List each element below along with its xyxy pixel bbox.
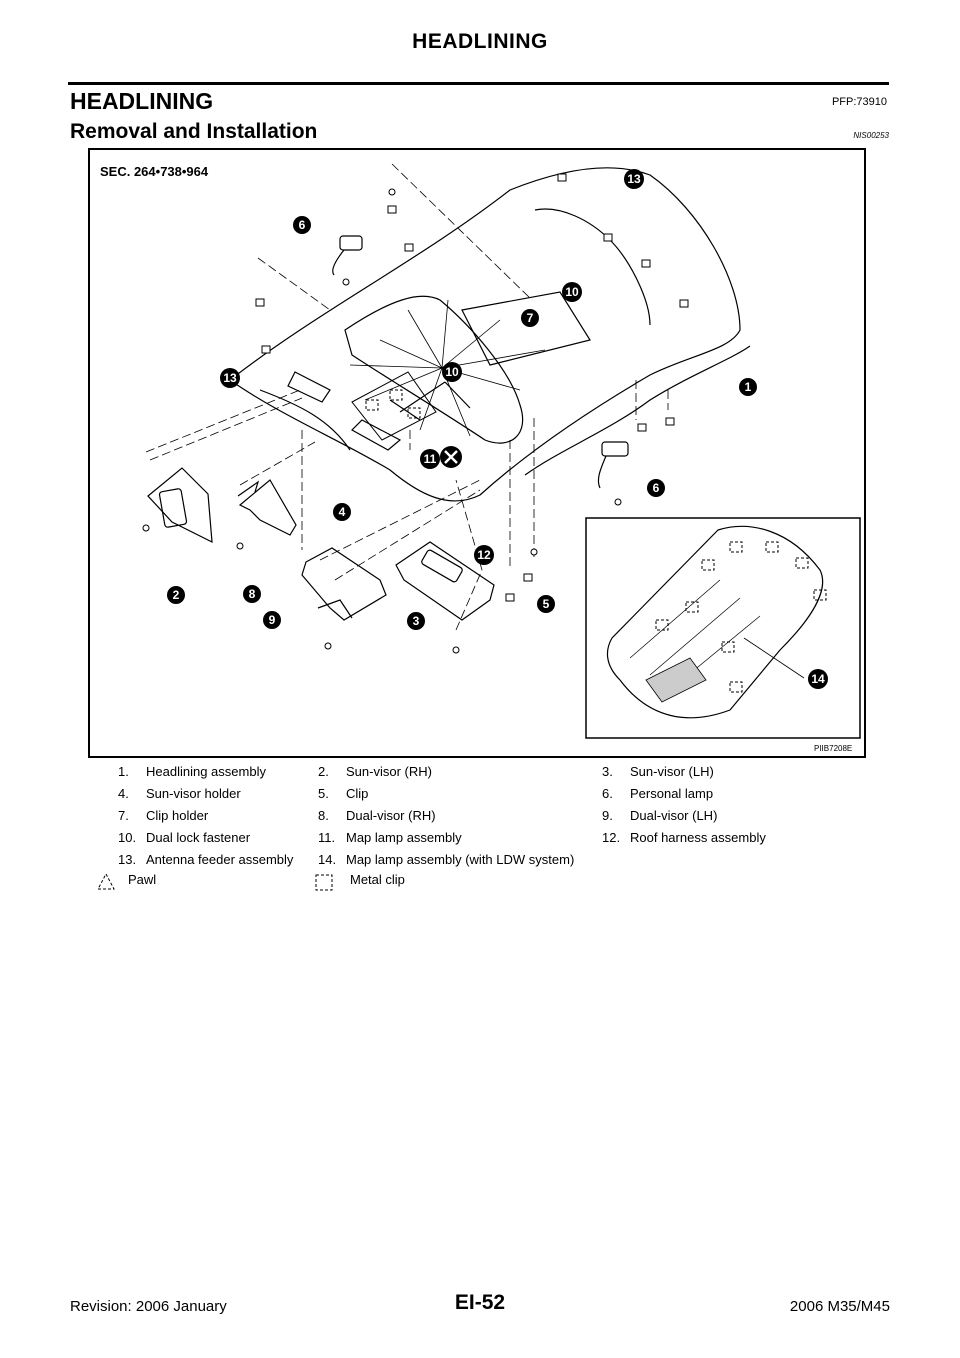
footer-revision: Revision: 2006 January [70,1298,227,1315]
svg-text:9: 9 [269,613,276,627]
ldw-inset: PIIB7208E [585,517,861,753]
svg-text:3: 3 [413,614,420,628]
callout-9: 9 [263,611,281,629]
legend-item: 11.Map lamp assembly [318,830,462,845]
callout-4: 4 [333,503,351,521]
svg-text:2: 2 [173,588,180,602]
callout-6b: 6 [647,479,665,497]
svg-text:13: 13 [627,172,641,186]
subsection-title: Removal and Installation [70,120,318,143]
callout-13: 13 [220,368,240,388]
svg-text:13: 13 [223,371,237,385]
legend-row: 1.Headlining assembly 2.Sun-visor (RH) 3… [118,764,878,786]
callout-7: 7 [521,309,539,327]
callouts: 1 2 3 4 5 6 6 7 8 9 10 10 11 12 13 13 14 [167,169,828,689]
map-lamp-assembly-drawing [351,371,437,441]
legend-item: 8.Dual-visor (RH) [318,808,436,823]
legend-item: 12.Roof harness assembly [602,830,766,845]
dual-lock-fastener-lines [349,299,546,437]
callout-13b: 13 [624,169,644,189]
headlining-assembly-drawing [228,167,751,502]
callout-10b: 10 [442,362,462,382]
exploded-view-figure: SEC. 264•738•964 [88,148,866,758]
legend-item: 3.Sun-visor (LH) [602,764,714,779]
callout-1: 1 [739,378,757,396]
metal-clip-label: Metal clip [350,872,405,887]
callout-14: 14 [808,669,828,689]
svg-text:4: 4 [339,505,346,519]
legend-row: 4.Sun-visor holder 5.Clip 6.Personal lam… [118,786,878,808]
callout-12: 12 [474,545,494,565]
symbol-legend-row: Pawl Metal clip [97,872,878,894]
svg-text:12: 12 [477,548,491,562]
legend-item: 5.Clip [318,786,369,801]
svg-text:7: 7 [527,311,534,325]
header-rule [68,82,889,85]
svg-text:8: 8 [249,587,256,601]
legend-item: 6.Personal lamp [602,786,714,801]
legend-item: 2.Sun-visor (RH) [318,764,432,779]
pawl-label: Pawl [128,872,157,887]
dual-visor-lh-drawing [301,547,387,621]
legend-item: 9.Dual-visor (LH) [602,808,718,823]
dual-visor-rh-drawing [237,479,297,536]
callout-2: 2 [167,586,185,604]
svg-text:10: 10 [445,365,459,379]
figure-id: PIIB7208E [814,744,852,753]
svg-text:1: 1 [745,380,752,394]
metal-clip-square-icon [315,874,333,891]
running-header-title: HEADLINING [412,30,548,53]
pawl-triangle-icon [97,872,115,890]
section-title: HEADLINING [70,88,214,114]
legend-item: 7.Clip holder [118,808,209,823]
svg-text:5: 5 [543,597,550,611]
sun-visor-lh-drawing [395,541,495,621]
legend-item: 14.Map lamp assembly (with LDW system) [318,852,575,867]
svg-text:11: 11 [424,452,437,466]
personal-lamp-drawing [332,235,629,489]
remove-x-icon [440,446,462,468]
callout-8: 8 [243,585,261,603]
callout-3: 3 [407,612,425,630]
footer-page-number: EI-52 [454,1291,506,1314]
subsection-code: NIS00253 [853,131,889,140]
svg-text:14: 14 [811,672,825,686]
legend-item: 1.Headlining assembly [118,764,266,779]
callout-11: 11 [420,449,440,469]
callout-6: 6 [293,216,311,234]
svg-text:10: 10 [565,285,579,299]
clips-and-screws [142,173,689,654]
legend-item: 4.Sun-visor holder [118,786,241,801]
legend-row: 10.Dual lock fastener 11.Map lamp assemb… [118,830,878,852]
legend-row: 13.Antenna feeder assembly 14.Map lamp a… [118,852,878,874]
footer-model: 2006 M35/M45 [789,1298,890,1315]
leader-lines [145,163,669,631]
callout-5: 5 [537,595,555,613]
section-code: PFP:73910 [831,96,887,108]
legend-item: 10.Dual lock fastener [118,830,251,845]
legend-row: 7.Clip holder 8.Dual-visor (RH) 9.Dual-v… [118,808,878,830]
svg-text:6: 6 [653,481,660,495]
legend-item: 13.Antenna feeder assembly [118,852,294,867]
sec-label: SEC. 264•738•964 [100,164,209,179]
callout-10: 10 [562,282,582,302]
svg-text:6: 6 [299,218,306,232]
sun-visor-rh-drawing [147,467,213,544]
